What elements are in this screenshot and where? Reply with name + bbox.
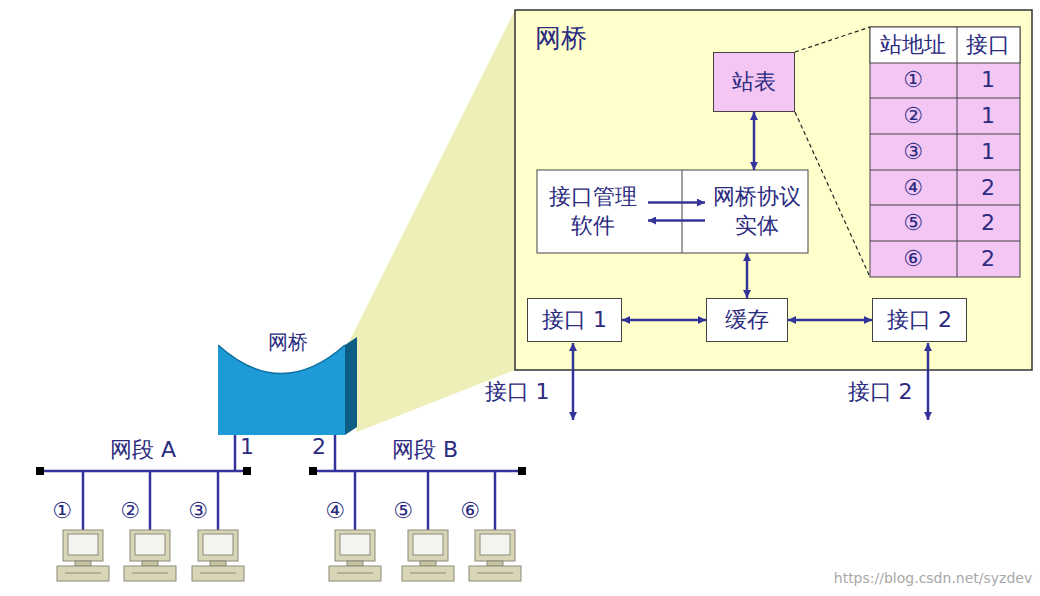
node-text: 接口 1 [542,306,607,335]
node-text: 网桥 [268,329,308,355]
table-cell: 1 [981,103,995,129]
bridge-panel [515,10,1032,370]
computers [57,471,521,581]
port-arrow [572,343,575,420]
node-text: 网桥协议 实体 [711,183,802,240]
callout-number: ① [52,498,72,524]
computer [192,471,244,581]
watermark: https://blog.csdn.net/syzdev [834,570,1032,587]
port-box: 接口 1 [527,298,622,342]
software-box-outline [537,170,808,253]
table-cell: 1 [981,67,995,93]
port-manager-box: 接口管理 软件 [537,170,648,253]
terminators [36,467,526,475]
segment-name: 网段 A [110,437,176,463]
bridge-panel-node: 网桥站表接口管理 软件网桥协议 实体接口 1缓存接口 2 [515,10,1032,370]
segment-name: 网段 B [392,437,458,463]
table-cell: ④ [903,175,923,201]
node-text: 接口管理 软件 [545,183,640,240]
zoom-funnel [345,10,515,432]
station-table-box: 站表 [713,52,795,112]
connector-arrow [622,319,706,322]
node-text: 缓存 [725,306,769,335]
node-text: 网桥 [535,22,587,56]
port-label: 接口 2 [848,379,913,405]
table-header [870,27,1020,63]
table-cell: 2 [981,175,995,201]
table-header: 站地址 [880,32,946,58]
computer [329,471,381,581]
connector-arrow [648,201,705,204]
segment-wires [40,434,522,471]
port-box: 接口 2 [872,298,967,342]
computer [124,471,176,581]
callout-number: ⑥ [460,498,480,524]
table-cell: 1 [981,139,995,165]
connector-arrow [648,219,705,222]
port-arrow [927,343,930,420]
connector-arrow [753,112,756,170]
computer [57,471,109,581]
leader-lines [795,27,870,277]
table-cell: ⑥ [903,246,923,272]
connector-arrow [746,253,749,298]
computer [469,471,521,581]
table-cell: ① [903,67,923,93]
table-cell: ② [903,103,923,129]
port-label: 接口 1 [485,379,550,405]
bridge-icon: 网桥 [218,322,358,435]
computer [402,471,454,581]
table-header: 接口 [966,32,1010,58]
callout-number: ② [120,498,140,524]
station-table [870,27,1020,277]
buffer-box: 缓存 [706,298,788,342]
callout-number: ⑤ [393,498,413,524]
callout-number: ④ [325,498,345,524]
connector-arrow [788,319,872,322]
port-number: 1 [240,434,254,460]
table-cell: 2 [981,246,995,272]
table-cell: 2 [981,210,995,236]
node-text: 站表 [732,68,776,97]
table-cell: ③ [903,139,923,165]
table-grid [870,27,1020,277]
node-text: 接口 2 [887,306,952,335]
box-divider [682,170,683,253]
protocol-entity-box: 网桥协议 实体 [705,170,808,253]
port-number: 2 [312,434,326,460]
table-cell: ⑤ [903,210,923,236]
callout-number: ③ [188,498,208,524]
